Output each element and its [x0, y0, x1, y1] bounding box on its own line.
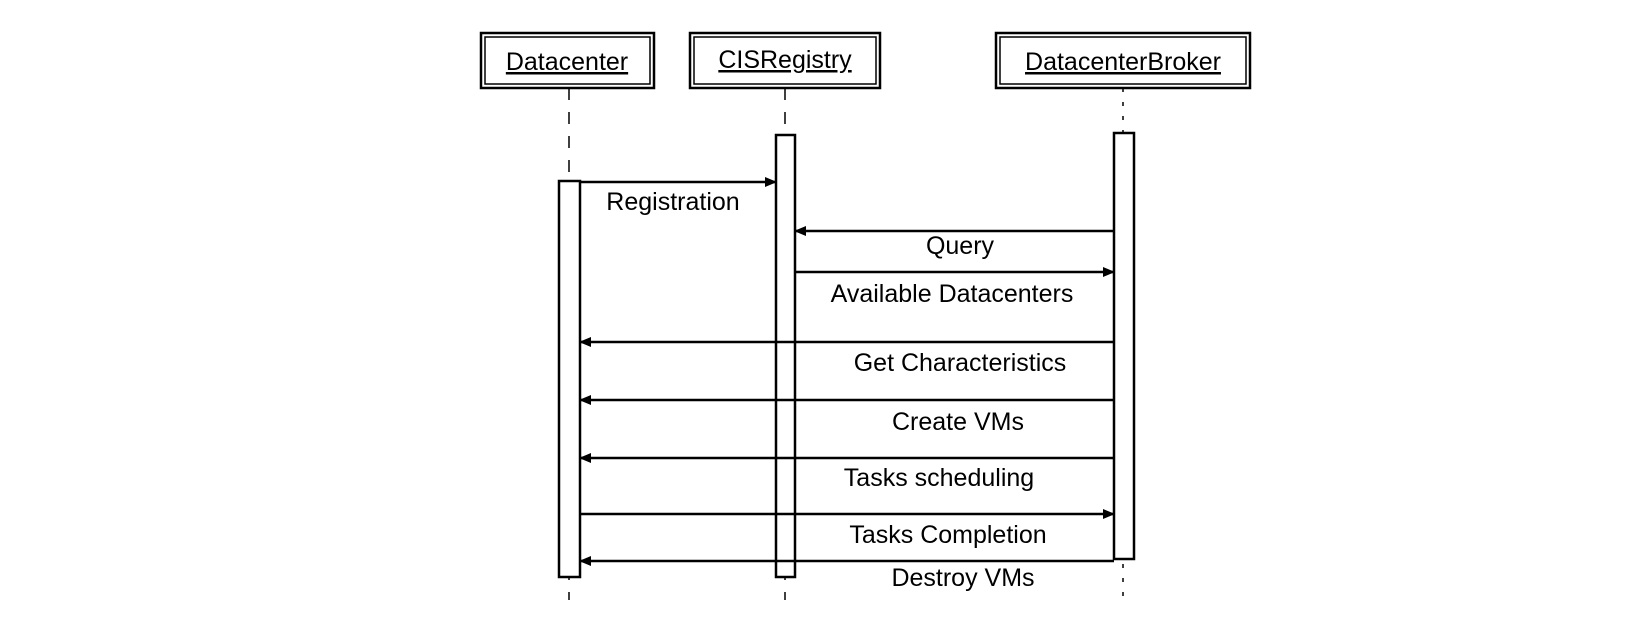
lifeline-label-cisregistry: CISRegistry	[718, 46, 852, 74]
message-label: Get Characteristics	[854, 349, 1067, 377]
message-label: Available Datacenters	[831, 280, 1074, 308]
lifeline-label-broker: DatacenterBroker	[1025, 48, 1221, 76]
lifeline-datacenter: Datacenter	[479, 31, 656, 90]
message-query: Query	[794, 226, 1114, 260]
lifeline-cisregistry: CISRegistry	[688, 31, 882, 90]
activation-bar-broker	[1112, 131, 1136, 561]
message-get-characteristics: Get Characteristics	[579, 337, 1114, 377]
lifeline-broker: DatacenterBroker	[994, 31, 1252, 90]
message-label: Destroy VMs	[891, 564, 1034, 592]
message-label: Tasks scheduling	[844, 464, 1034, 492]
message-create-vms: Create VMs	[579, 395, 1114, 436]
message-available-datacenters: Available Datacenters	[795, 267, 1115, 308]
message-tasks-completion: Tasks Completion	[580, 509, 1115, 549]
message-destroy-vms: Destroy VMs	[579, 556, 1114, 592]
message-registration: Registration	[580, 177, 777, 216]
activation-bar-datacenter	[557, 179, 582, 579]
message-label: Registration	[606, 188, 739, 216]
message-label: Query	[926, 232, 995, 260]
message-label: Tasks Completion	[849, 521, 1046, 549]
message-label: Create VMs	[892, 408, 1024, 436]
lifeline-label-datacenter: Datacenter	[506, 48, 628, 76]
activation-bar-cisregistry	[774, 133, 797, 579]
message-tasks-scheduling: Tasks scheduling	[579, 453, 1114, 492]
